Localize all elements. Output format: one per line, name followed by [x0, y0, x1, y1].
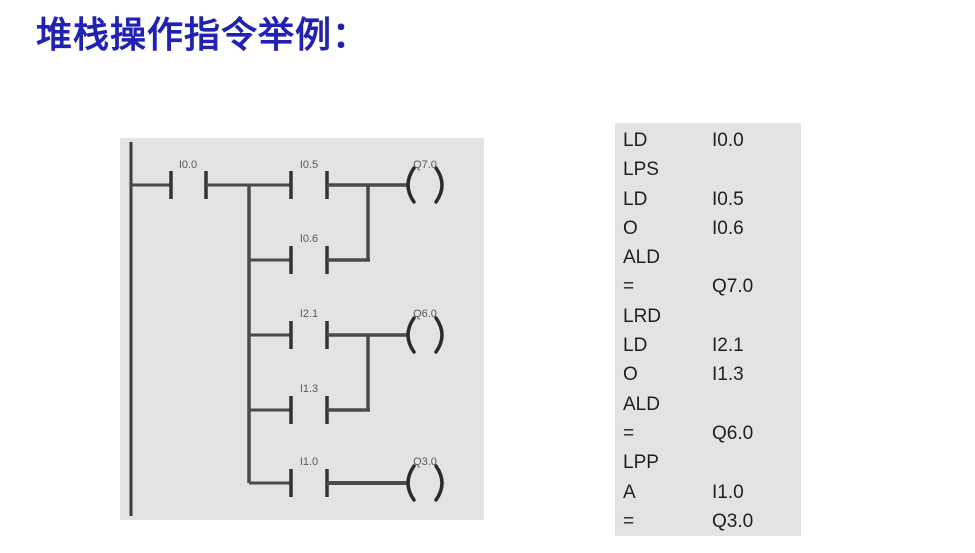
coil-label-q7_0: Q7.0 — [413, 159, 437, 171]
operand: Q3.0 — [712, 510, 754, 532]
instruction-row: LRD — [623, 302, 801, 331]
instruction-row: = Q6.0 — [623, 419, 801, 448]
contact-label-i1_3: I1.3 — [300, 383, 318, 395]
rung-3 — [249, 316, 444, 354]
instruction-row: ALD — [623, 390, 801, 419]
coil-q6_0-left-paren — [406, 316, 416, 354]
ladder-panel-background — [120, 138, 484, 520]
opcode: LPP — [623, 452, 659, 474]
instruction-row: = Q7.0 — [623, 272, 801, 301]
coil-q6_0-right-paren — [434, 316, 444, 354]
coil-q3_0-right-paren — [434, 464, 444, 502]
opcode: = — [623, 276, 635, 298]
ladder-diagram: I0.0 I0.5 Q7.0 I0.6 I2.1 Q6.0 I1.3 I1.0 … — [120, 138, 484, 520]
instruction-row: LPP — [623, 448, 801, 477]
rung-5 — [249, 464, 444, 502]
contact-label-i0_5: I0.5 — [300, 159, 318, 171]
coil-q7_0-left-paren — [406, 166, 416, 204]
contact-label-i0_0: I0.0 — [179, 159, 197, 171]
opcode: = — [623, 510, 635, 532]
coil-q3_0-left-paren — [406, 464, 416, 502]
operand: Q6.0 — [712, 422, 754, 444]
operand: I1.0 — [712, 481, 744, 503]
page-title: 堆栈操作指令举例： — [36, 14, 370, 56]
instruction-row: LD I0.5 — [623, 185, 801, 214]
operand: I2.1 — [712, 335, 744, 357]
opcode: = — [623, 422, 635, 444]
contact-label-i2_1: I2.1 — [300, 308, 318, 320]
opcode: O — [623, 217, 638, 239]
operand: I0.6 — [712, 217, 744, 239]
instruction-row: A I1.0 — [623, 478, 801, 507]
opcode: LPS — [623, 159, 659, 181]
instruction-row: O I0.6 — [623, 214, 801, 243]
instruction-row: LPS — [623, 155, 801, 184]
rung-1 — [131, 166, 444, 204]
coil-q7_0-right-paren — [434, 166, 444, 204]
operand: I0.0 — [712, 130, 744, 151]
operand: I1.3 — [712, 364, 744, 386]
opcode: LRD — [623, 305, 662, 327]
rung-2 — [249, 246, 370, 274]
instruction-row: LD I2.1 — [623, 331, 801, 360]
instruction-row: LD I0.0 — [623, 126, 801, 155]
coil-label-q6_0: Q6.0 — [413, 308, 437, 320]
opcode: LD — [623, 188, 648, 210]
operand: I0.5 — [712, 188, 744, 210]
contact-label-i1_0: I1.0 — [300, 456, 318, 468]
opcode: O — [623, 364, 638, 386]
instruction-row: O I1.3 — [623, 360, 801, 389]
instruction-row: ALD — [623, 243, 801, 272]
opcode: LD — [623, 335, 648, 357]
coil-label-q3_0: Q3.0 — [413, 456, 437, 468]
contact-label-i0_6: I0.6 — [300, 233, 318, 245]
opcode: ALD — [623, 393, 660, 415]
rung-4 — [249, 396, 370, 424]
opcode: A — [623, 481, 636, 503]
operand: Q7.0 — [712, 276, 754, 298]
opcode: LD — [623, 130, 648, 151]
opcode: ALD — [623, 247, 660, 269]
instruction-row: = Q3.0 — [623, 507, 801, 536]
